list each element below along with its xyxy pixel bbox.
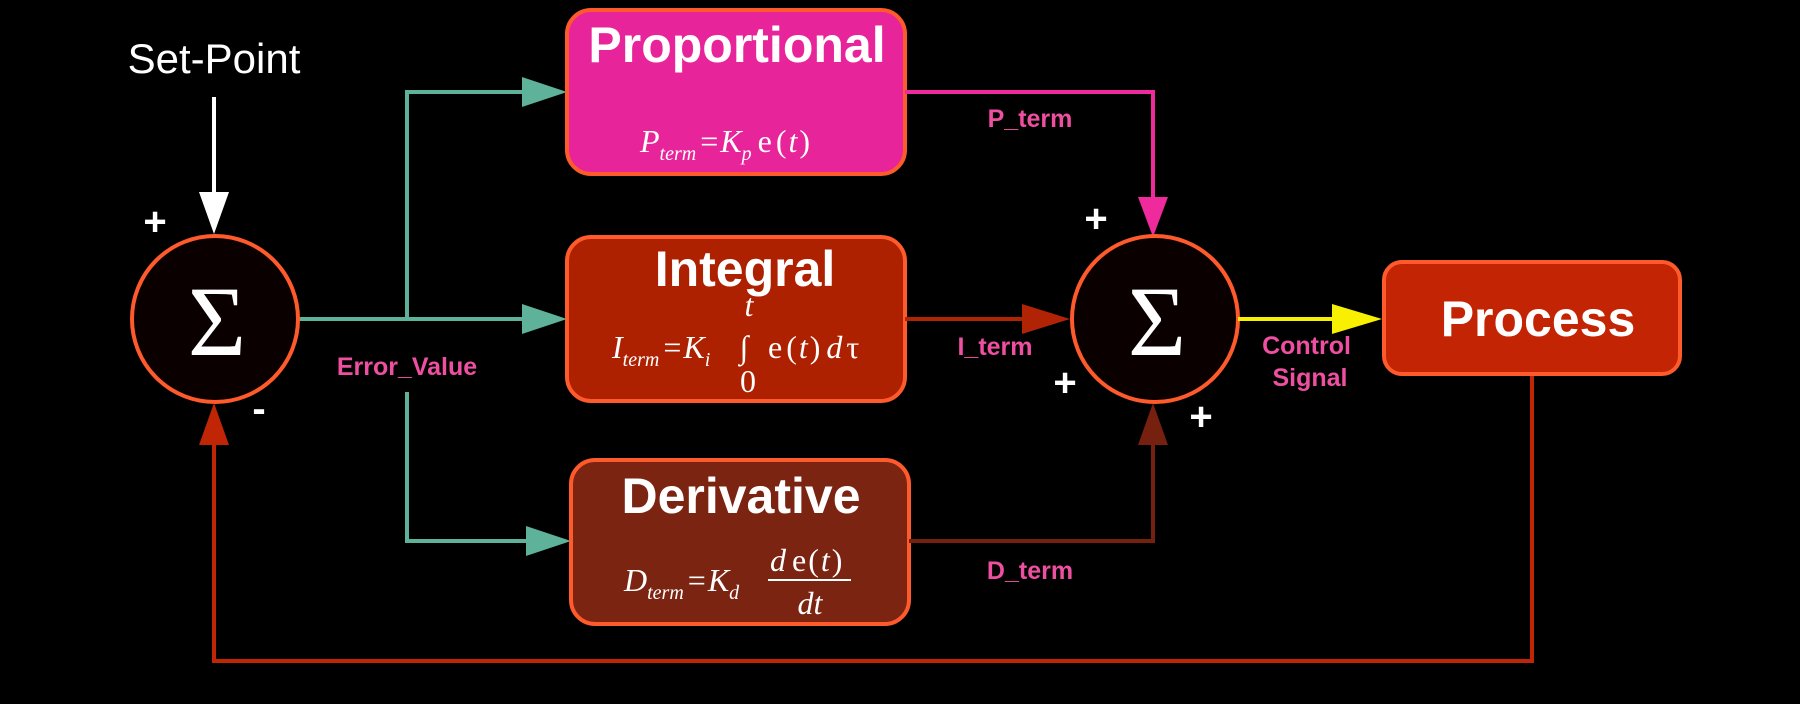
summer-right-sigma: Σ <box>1128 266 1186 377</box>
d-num-paren-r: ) <box>832 542 843 578</box>
feedback-arrowhead <box>199 403 229 445</box>
integral-upper-limit: t <box>745 287 755 323</box>
p-formula-k-sub: p <box>740 143 752 165</box>
control-signal-arrowhead <box>1332 304 1382 334</box>
i-formula-d: d <box>826 329 843 365</box>
i-formula-paren-r: ) <box>810 329 821 365</box>
summer-left-plus-sign: + <box>143 200 166 244</box>
summer-right-plus-top: + <box>1084 197 1107 241</box>
p-formula-paren-l: ( <box>776 123 787 159</box>
summer-left-circle <box>130 234 300 404</box>
p-formula-e: e <box>758 123 772 159</box>
i-formula-e: e <box>768 329 782 365</box>
control-signal-label-line2: Signal <box>1272 364 1347 392</box>
process-title: Process <box>1441 291 1636 347</box>
integral-lower-limit: 0 <box>740 363 756 399</box>
p-formula-lhs: P <box>639 123 660 159</box>
integral-formula: Iterm=Ki <box>611 329 710 371</box>
i-formula-k: K <box>682 329 706 365</box>
d-formula-lhs-sub: term <box>647 582 684 604</box>
d-formula-eq: = <box>688 562 706 598</box>
d-term-line <box>909 440 1155 543</box>
p-formula-paren-r: ) <box>799 123 810 159</box>
summer-right-plus-bottom: + <box>1189 395 1212 439</box>
i-formula-lhs-sub: term <box>623 349 660 371</box>
p-term-label: P_term <box>988 105 1073 133</box>
setpoint-arrowhead <box>199 192 229 234</box>
d-term-arrowhead <box>1138 403 1168 445</box>
derivative-formula: Dterm=Kd <box>623 562 740 604</box>
derivative-denominator: dt <box>798 585 824 621</box>
p-formula-lhs-sub: term <box>660 143 697 165</box>
d-num-t: t <box>821 542 831 578</box>
i-formula-tau: τ <box>846 329 859 365</box>
p-formula-t: t <box>788 123 798 159</box>
i-formula-k-sub: i <box>705 349 711 371</box>
integral-sign: ∫ <box>738 329 751 367</box>
error-line-to-proportional <box>405 90 525 319</box>
integral-title: Integral <box>655 241 836 297</box>
p-formula-eq: = <box>700 123 718 159</box>
error-line-to-derivative <box>405 392 529 543</box>
error-arrowhead-proportional <box>522 77 567 107</box>
error-arrowhead-derivative <box>526 526 571 556</box>
d-term-label: D_term <box>987 557 1073 585</box>
i-formula-eq: = <box>663 329 681 365</box>
derivative-title: Derivative <box>621 468 860 524</box>
summer-left-minus-sign: - <box>252 387 265 431</box>
error-value-label: Error_Value <box>337 353 477 381</box>
d-num-d: d <box>770 542 787 578</box>
feedback-line <box>212 373 1534 663</box>
d-num-e: e <box>792 542 806 578</box>
error-arrowhead-integral <box>522 304 567 334</box>
i-formula-lhs: I <box>611 329 624 365</box>
control-signal-label-line1: Control <box>1262 332 1351 360</box>
p-term-arrowhead <box>1138 197 1168 237</box>
d-formula-k: K <box>707 562 731 598</box>
process-block <box>1382 260 1682 376</box>
i-term-label: I_term <box>957 333 1032 361</box>
i-formula-t: t <box>799 329 809 365</box>
i-term-arrowhead <box>1022 304 1070 334</box>
p-formula-k: K <box>719 123 743 159</box>
summer-left-sigma: Σ <box>188 266 246 377</box>
d-formula-k-sub: d <box>729 582 740 604</box>
d-num-paren-l: ( <box>808 542 819 578</box>
setpoint-label: Set-Point <box>128 35 301 82</box>
proportional-title: Proportional <box>588 17 885 73</box>
p-term-line <box>905 90 1155 200</box>
control-signal-label: Control Signal <box>1262 332 1358 392</box>
summer-right-plus-left: + <box>1053 361 1076 405</box>
i-formula-paren-l: ( <box>786 329 797 365</box>
d-formula-lhs: D <box>623 562 647 598</box>
